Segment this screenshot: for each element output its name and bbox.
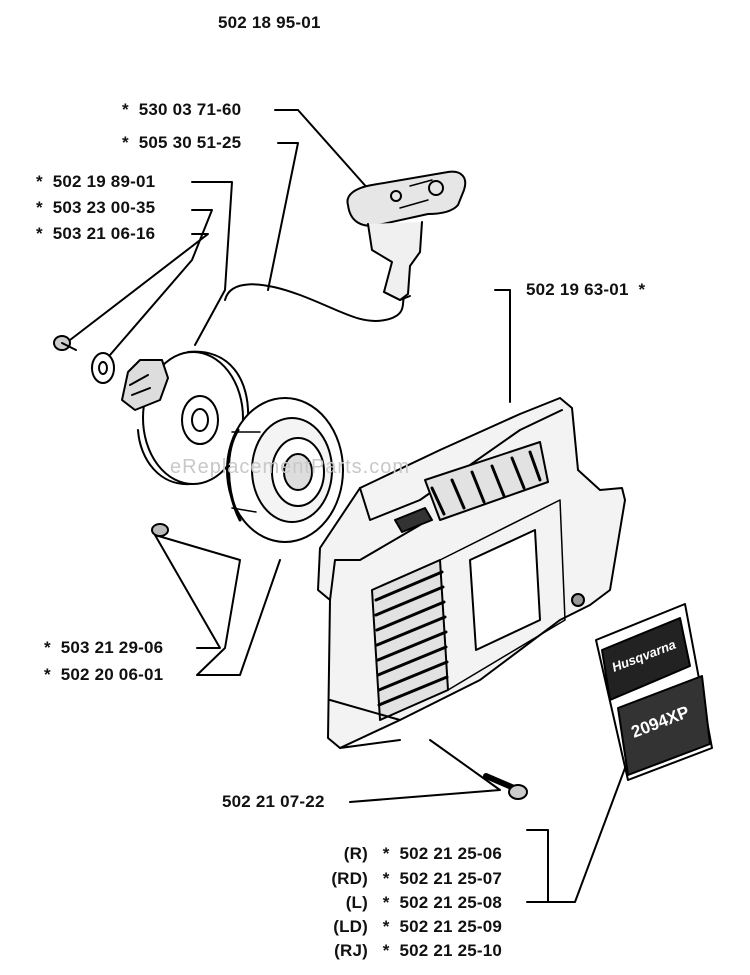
decal-drawing [595,603,713,781]
leader-decal-bracket [526,829,549,903]
asterisk: * [382,941,390,960]
decal-variant: (RD) [331,869,368,888]
callout-decal-ld: (LD) * 502 21 25-09 [316,917,502,937]
asterisk: * [382,893,390,912]
asterisk: * [122,133,129,152]
part-number: 503 21 06-16 [52,224,156,243]
part-number: 502 21 25-09 [399,917,503,936]
starter-cord [224,283,406,322]
part-number: 502 21 25-08 [399,893,503,912]
leader-pulley [191,181,233,346]
part-number: 503 21 29-06 [60,638,164,657]
asterisk: * [44,638,51,657]
callout-handle-1: * 530 03 71-60 [122,100,241,120]
callout-handle-2: * 505 30 51-25 [122,133,241,153]
part-number: 502 20 06-01 [60,665,164,684]
part-number: 502 21 07-22 [222,792,325,811]
callout-screw: 502 21 07-22 [222,792,325,812]
asterisk: * [382,917,390,936]
decal-variant: (L) [345,893,368,912]
leader-springs [154,534,281,676]
assembly-number: 502 18 95-01 [218,13,321,32]
part-number: 502 21 25-10 [399,941,503,960]
asterisk: * [36,224,43,243]
decal-variant: (LD) [333,917,368,936]
watermark: eReplacementParts.com [170,456,410,478]
asterisk: * [36,172,43,191]
callout-spring-1: * 503 21 29-06 [44,638,163,658]
starter-cover-drawing [317,397,626,749]
spring-housing-drawing [226,397,344,543]
callout-pulley-3: * 503 21 06-16 [36,224,155,244]
nut-drawing [53,335,77,351]
part-number: 505 30 51-25 [138,133,242,152]
screw-drawing [483,773,528,800]
callout-decal-rd: (RD) * 502 21 25-07 [316,869,502,889]
callout-decal-l: (L) * 502 21 25-08 [316,893,502,913]
part-number: 503 23 00-35 [52,198,156,217]
asterisk: * [382,869,390,888]
part-number: 530 03 71-60 [138,100,242,119]
decal-variant: (R) [343,844,368,863]
part-number: 502 21 25-07 [399,869,503,888]
pulley-drawing [121,350,250,486]
callout-decal-rj: (RJ) * 502 21 25-10 [316,941,502,961]
asterisk: * [638,280,646,299]
callout-pulley-2: * 503 23 00-35 [36,198,155,218]
callout-spring-2: * 502 20 06-01 [44,665,163,685]
callout-cover: 502 19 63-01 * [526,280,645,300]
spring-pin-drawing [151,523,169,537]
leader-screw [349,739,501,803]
leader-decal [547,759,629,903]
leader-handle [274,109,379,201]
asterisk: * [36,198,43,217]
part-number: 502 19 63-01 [526,280,629,299]
asterisk: * [382,844,390,863]
leader-cord [267,142,299,291]
decal-variant: (RJ) [334,941,368,960]
callout-pulley-1: * 502 19 89-01 [36,172,155,192]
leader-nut [69,233,209,341]
part-number: 502 19 89-01 [52,172,156,191]
leader-cover [494,289,511,403]
starter-handle-drawing [346,170,467,301]
callout-decal-r: (R) * 502 21 25-06 [316,844,502,864]
asterisk: * [122,100,129,119]
asterisk: * [44,665,51,684]
washer-drawing [91,352,115,384]
part-number: 502 21 25-06 [399,844,503,863]
